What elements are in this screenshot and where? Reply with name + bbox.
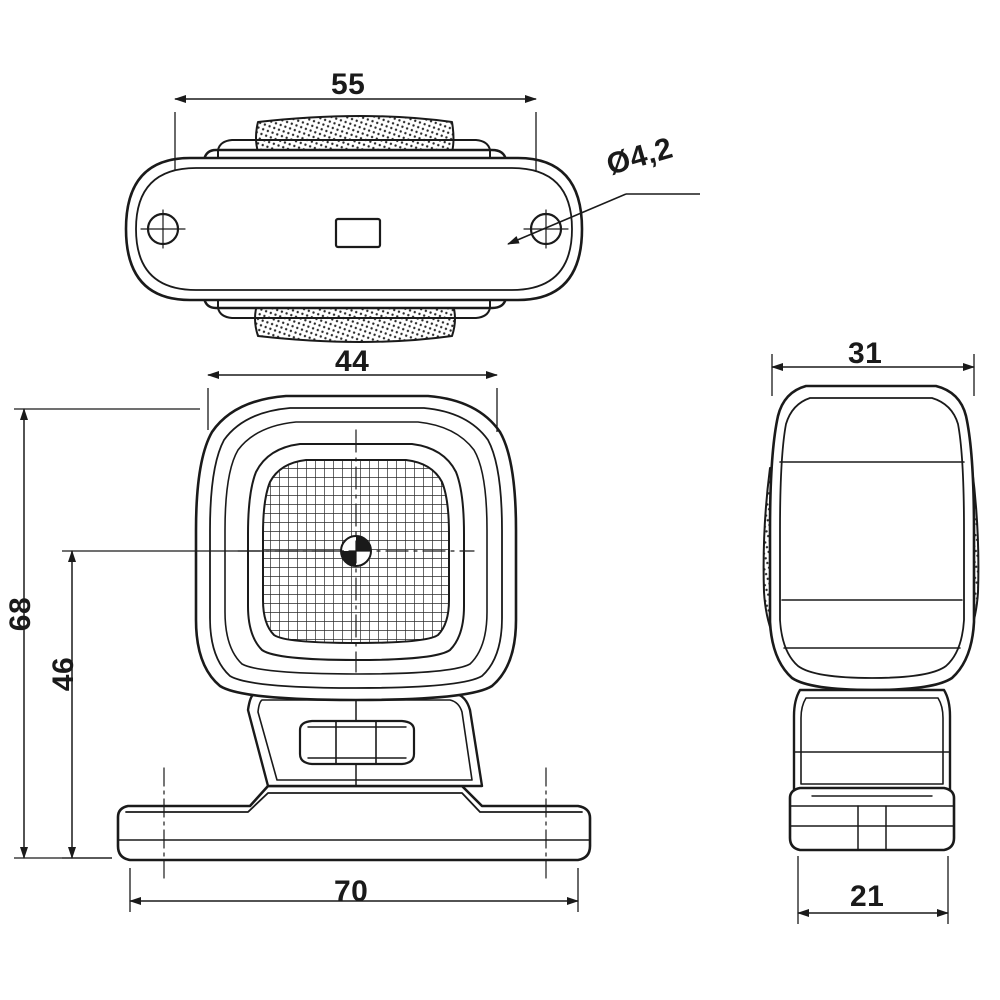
side-view-stem [792,688,952,792]
top-view-mounting-hole-right [523,209,569,249]
dimension-46 [62,550,344,859]
dimension-55 [174,95,537,172]
dimension-68 [14,408,200,859]
dimension-44 [207,371,498,432]
top-view-mounting-hole-left [140,209,186,249]
dimension-label-55: 55 [331,68,366,101]
top-view [124,115,584,343]
dimension-label-46: 46 [47,656,81,692]
dimension-70 [129,868,579,912]
dimension-21 [797,856,949,924]
dimension-label-21: 21 [850,880,885,913]
dimension-label-68: 68 [4,596,38,632]
dimension-label-44: 44 [335,345,370,378]
dimension-31 [771,354,975,396]
top-view-label-plate [334,217,382,249]
side-view-base [788,786,956,852]
front-view-base [116,784,592,862]
front-view [116,394,592,879]
dimension-diameter [507,193,700,245]
dimension-label-31: 31 [848,337,883,370]
dimension-label-70: 70 [334,875,369,908]
side-view [762,384,980,852]
front-view-base-centre-lines [163,767,547,879]
side-view-lamp-body [768,384,976,692]
